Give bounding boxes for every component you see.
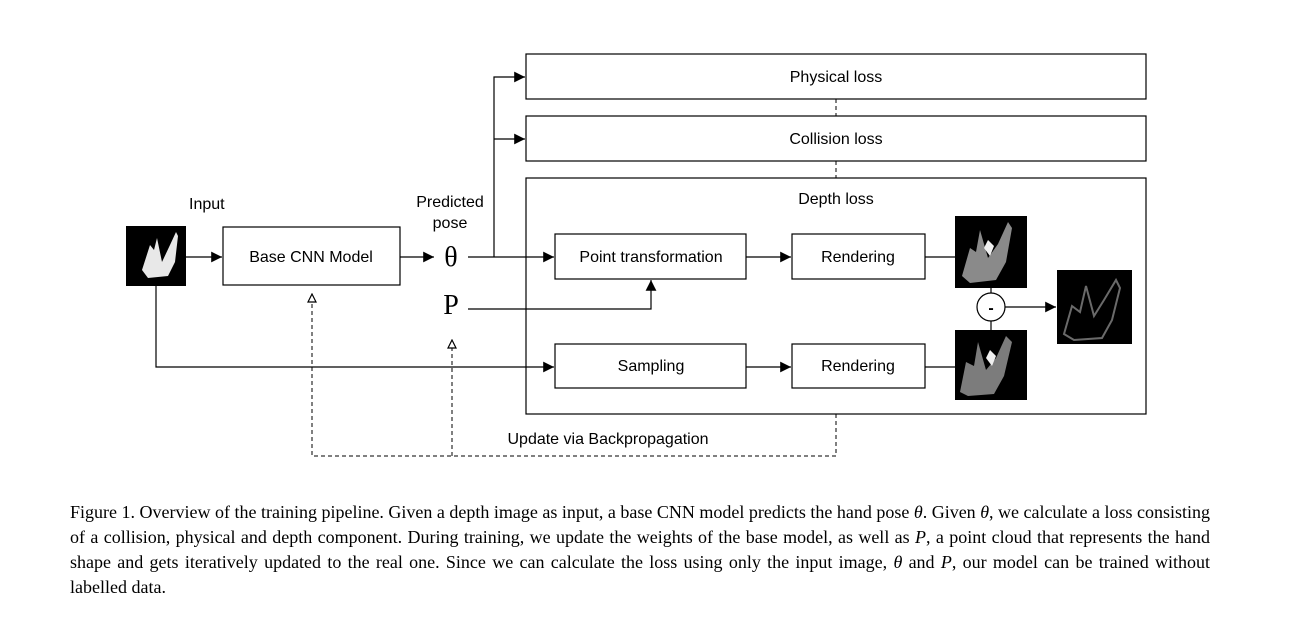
- sampling-box: [554, 343, 747, 389]
- predicted-pose-label-line1: Predicted: [416, 194, 484, 211]
- physical-loss-box: [525, 53, 1147, 100]
- collision-loss-box: [525, 115, 1147, 162]
- training-pipeline-diagram: Input Base CNN Model Predicted pose θ P …: [126, 53, 1147, 457]
- input-label: Input: [189, 196, 225, 213]
- rendering-top-label: Rendering: [821, 249, 895, 266]
- point-transformation-box: [554, 233, 747, 280]
- difference-image: [1057, 270, 1132, 344]
- input-depth-image: [126, 226, 186, 286]
- base-cnn-label: Base CNN Model: [249, 249, 373, 266]
- p-symbol: P: [443, 290, 459, 321]
- point-transformation-label: Point transformation: [579, 249, 722, 266]
- rendering-bottom-box: [791, 343, 926, 389]
- physical-loss-label: Physical loss: [790, 69, 882, 86]
- depth-loss-label: Depth loss: [798, 191, 874, 208]
- rendered-image-top: [955, 216, 1027, 288]
- rendering-top-box: [791, 233, 926, 280]
- arrow-theta-to-physical-loss: [493, 71, 525, 257]
- figure-caption: Figure 1. Overview of the training pipel…: [70, 502, 1210, 597]
- predicted-pose-label-line2: pose: [433, 215, 468, 232]
- backprop-label: Update via Backpropagation: [507, 431, 708, 448]
- arrow-p-to-point-transformation: [468, 280, 657, 310]
- backprop-path-to-cnn: [312, 294, 837, 457]
- arrow-input-to-sampling: [155, 286, 554, 373]
- rendering-bottom-label: Rendering: [821, 358, 895, 375]
- collision-loss-label: Collision loss: [789, 131, 882, 148]
- base-cnn-box: [222, 226, 401, 286]
- rendered-image-bottom: [955, 330, 1027, 400]
- minus-symbol: -: [988, 300, 993, 317]
- theta-symbol: θ: [444, 242, 457, 273]
- sampling-label: Sampling: [618, 358, 685, 375]
